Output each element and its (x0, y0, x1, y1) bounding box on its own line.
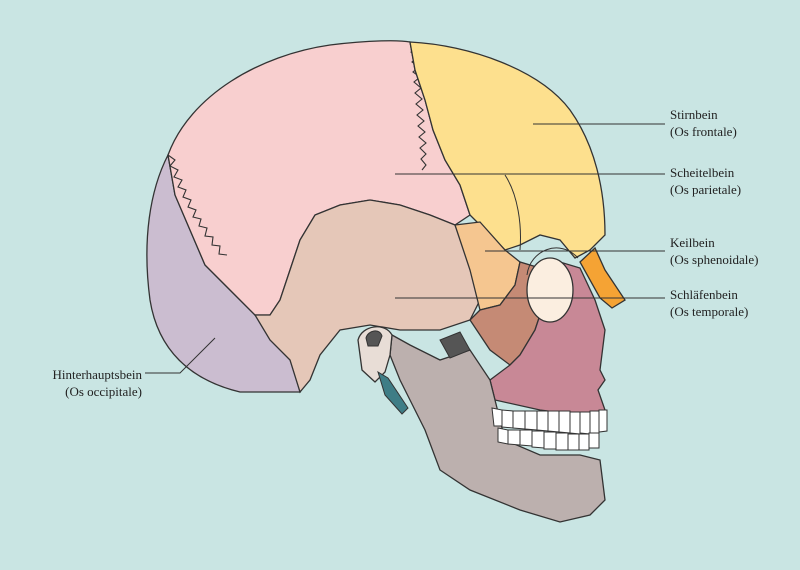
coronoid-process (439, 331, 471, 359)
label-hinterhauptsbein-latin: (Os occipitale) (65, 384, 142, 399)
label-scheitelbein-name: Scheitelbein (670, 165, 735, 180)
label-hinterhauptsbein-name: Hinterhauptsbein (52, 367, 142, 382)
temporal-line (504, 174, 521, 251)
label-schlaefenbein-latin: (Os temporale) (670, 304, 749, 319)
label-stirnbein-name: Stirnbein (670, 107, 718, 122)
label-schlaefenbein: Schläfenbein (Os temporale) (670, 286, 748, 320)
label-keilbein: Keilbein (Os sphenoidale) (670, 234, 758, 268)
orbit (526, 257, 574, 323)
label-hinterhauptsbein: Hinterhauptsbein (Os occipitale) (14, 366, 142, 400)
leader-hinterhauptsbein (145, 337, 216, 374)
label-scheitelbein-latin: (Os parietale) (670, 182, 742, 197)
lambdoid-suture (167, 154, 228, 256)
label-scheitelbein: Scheitelbein (Os parietale) (670, 164, 741, 198)
ear-opening (365, 330, 383, 347)
leader-lines (145, 123, 665, 374)
label-schlaefenbein-name: Schläfenbein (670, 287, 738, 302)
label-keilbein-latin: (Os sphenoidale) (670, 252, 759, 267)
orbit-rim (526, 247, 579, 276)
label-stirnbein-latin: (Os frontale) (670, 124, 737, 139)
coronal-suture (409, 41, 427, 171)
styloid-process (377, 370, 409, 415)
label-stirnbein: Stirnbein (Os frontale) (670, 106, 737, 140)
label-keilbein-name: Keilbein (670, 235, 715, 250)
upper-teeth (491, 407, 608, 435)
lower-teeth (497, 427, 600, 451)
